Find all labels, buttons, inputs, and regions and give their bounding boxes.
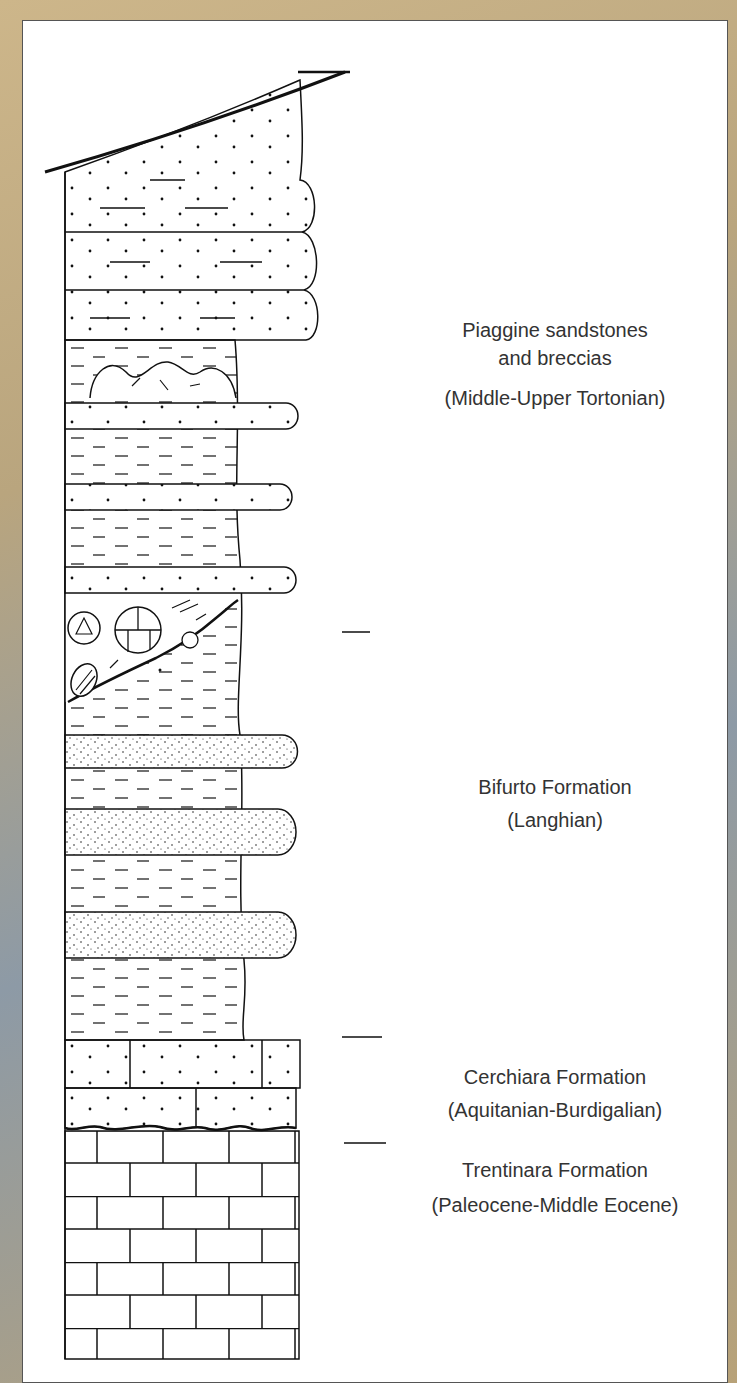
limestone-clast <box>115 607 161 653</box>
sandy-limestone <box>65 1040 300 1088</box>
sandstone-bed <box>65 484 292 510</box>
sandstone-bed-stipple <box>65 809 296 855</box>
clast <box>68 612 100 644</box>
slump-outline <box>90 362 236 398</box>
clast-mark <box>76 618 92 634</box>
bifurto-beds <box>65 735 297 958</box>
clast <box>182 632 198 648</box>
sandstone-bed <box>65 403 298 429</box>
sandstone-beds <box>65 403 298 593</box>
slump-marks <box>132 378 200 390</box>
trentinara-limestone <box>65 1131 299 1359</box>
limestone-joint <box>195 1088 197 1128</box>
cerchiara-limestone <box>65 1040 300 1130</box>
breccia-body <box>65 594 232 702</box>
clast-bricks <box>115 607 161 652</box>
bed-line <box>65 232 304 290</box>
clast-dot <box>159 669 162 672</box>
sandstone-bed <box>65 567 296 593</box>
boundary-tick <box>342 632 386 1143</box>
sandstone-bed <box>65 912 296 958</box>
slump-fold <box>90 362 236 398</box>
sandstone-bed <box>65 809 296 855</box>
limestone-joint <box>130 1040 262 1088</box>
sandy-limestone <box>65 1088 296 1130</box>
sandstone-bed-dots <box>65 484 292 510</box>
formation-name: Piaggine sandstones and breccias <box>445 316 665 372</box>
column-edge <box>64 172 66 1359</box>
formation-age: (Langhian) <box>507 806 603 834</box>
formation-name: Bifurto Formation <box>478 773 631 801</box>
thrust-tick <box>298 71 350 74</box>
clast-mark <box>110 600 206 668</box>
formation-age: (Paleocene-Middle Eocene) <box>432 1191 679 1219</box>
breccia <box>65 594 238 702</box>
clast-mark <box>76 670 95 694</box>
shale-dash <box>90 180 262 318</box>
sandstone-bed-stipple <box>65 735 297 768</box>
sandstone-bed-stipple <box>65 912 296 958</box>
sandstone-bed-dots <box>65 403 298 429</box>
clast <box>66 660 102 701</box>
unconformity <box>65 1126 296 1130</box>
formation-age: (Aquitanian-Burdigalian) <box>448 1096 663 1124</box>
thrust-line <box>45 72 345 172</box>
sandstone-bed-dots <box>65 567 296 593</box>
piaggine-sandstone <box>65 80 318 340</box>
formation-age: (Middle-Upper Tortonian) <box>445 384 666 412</box>
formation-name: Cerchiara Formation <box>464 1063 646 1091</box>
formation-name: Trentinara Formation <box>462 1156 648 1184</box>
sandstone-bed <box>65 735 297 768</box>
sandstone-unit <box>65 80 318 340</box>
